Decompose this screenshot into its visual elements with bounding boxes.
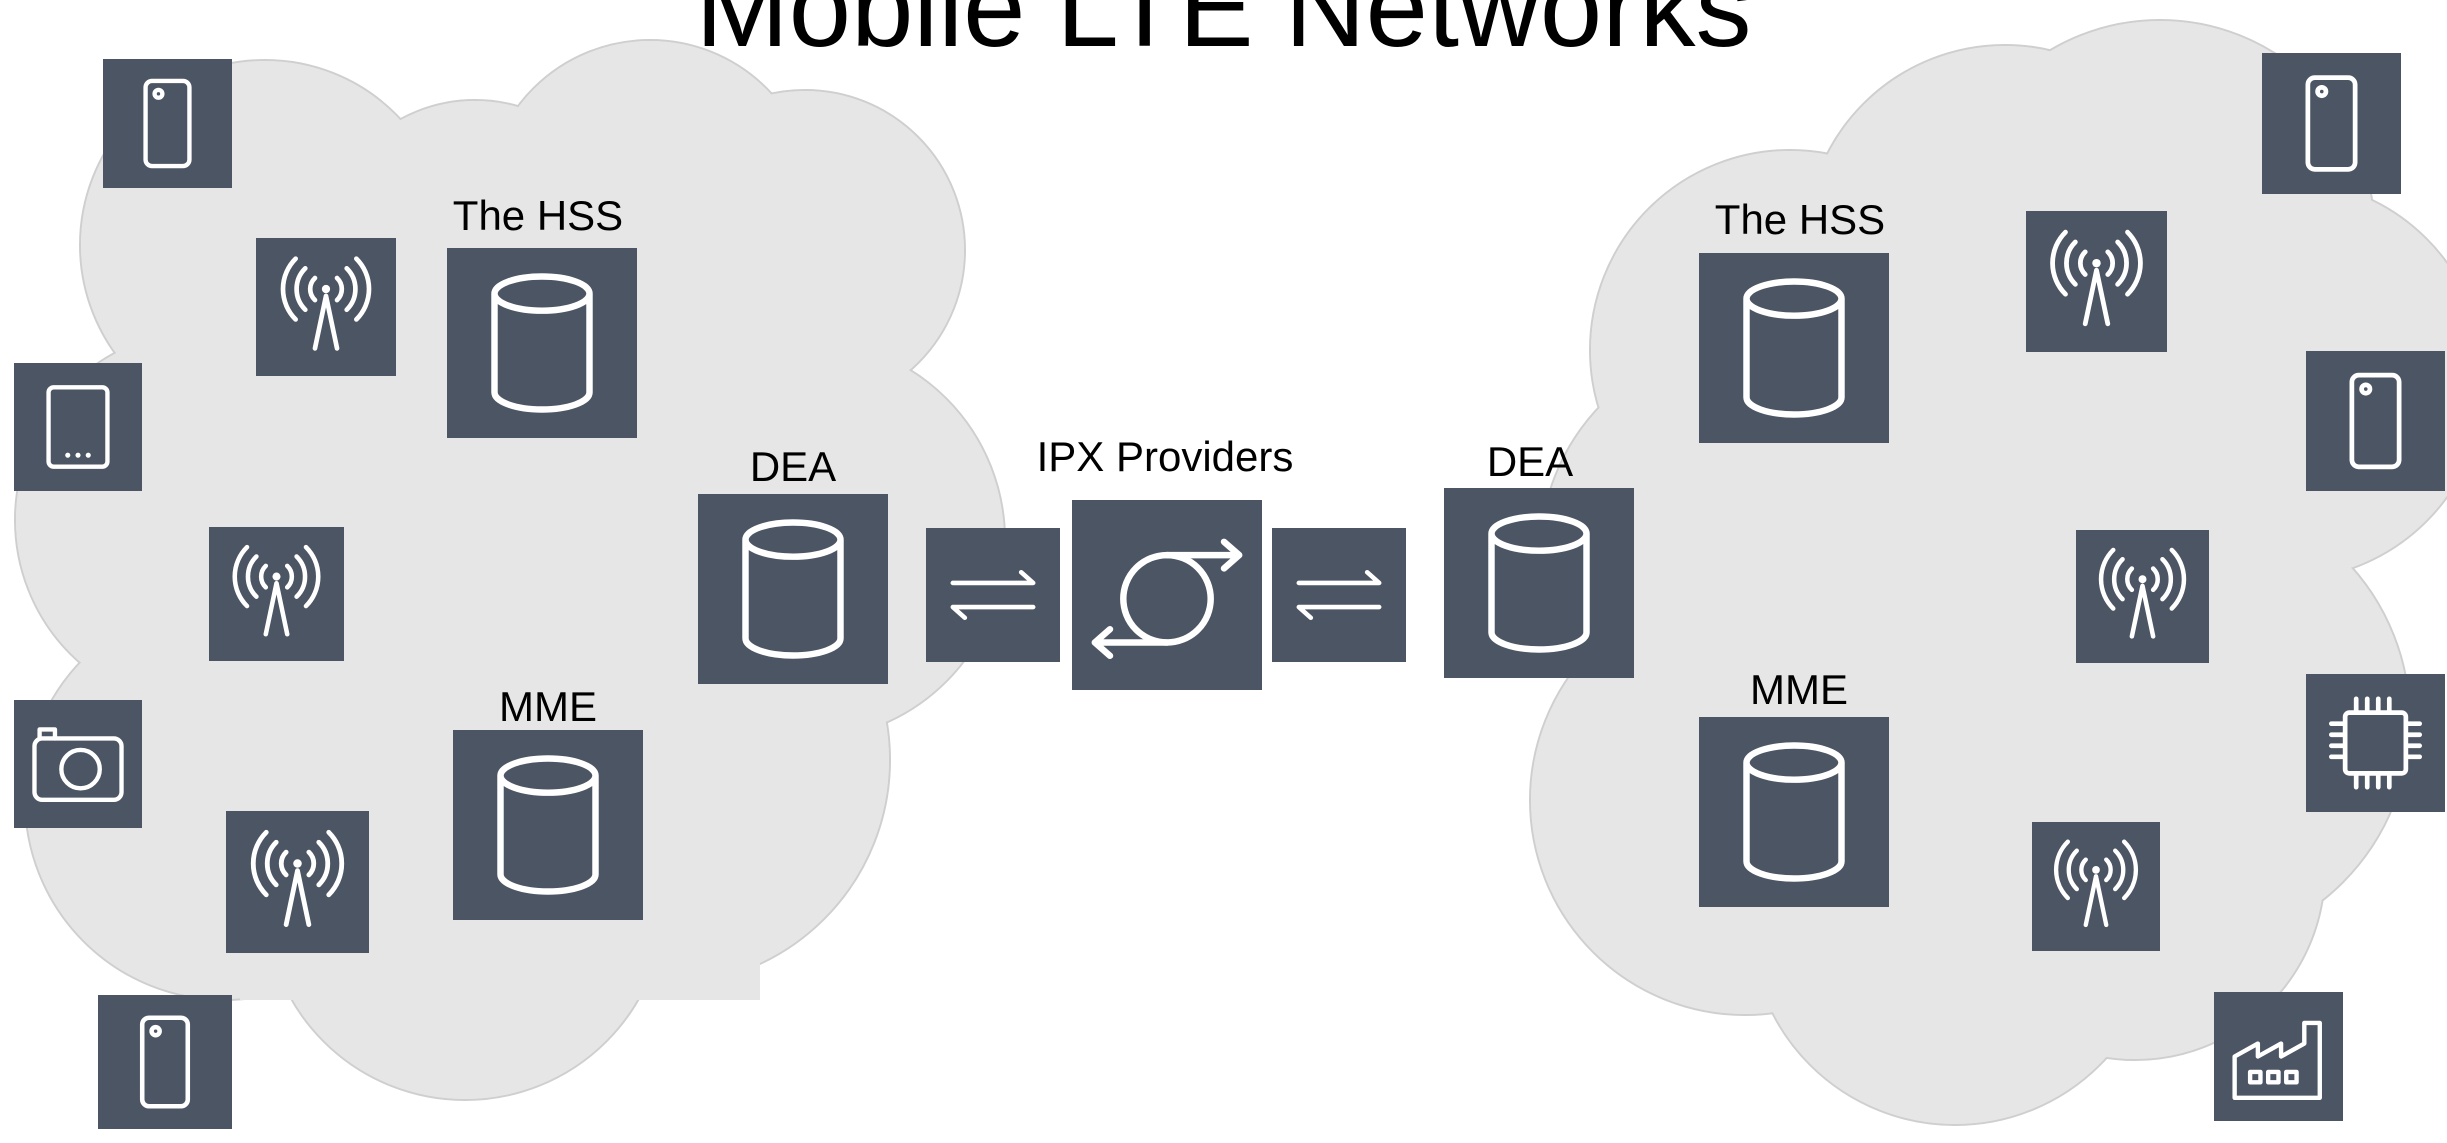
left-mme-database-icon: [453, 730, 643, 920]
right-hss-label: The HSS: [1714, 196, 1886, 243]
cell-tower-icon: [256, 238, 396, 376]
smartphone-icon: [2262, 53, 2401, 194]
bidirectional-arrows-icon: [1272, 528, 1406, 662]
cell-tower-icon: [209, 527, 344, 661]
right-mme-label: MME: [1750, 666, 1848, 713]
sync-cycle-icon: [1072, 500, 1262, 690]
right-dea-database-icon: [1444, 488, 1634, 678]
diagram-title: Mobile LTE Networks: [695, 0, 1752, 70]
left-dea-database-icon: [698, 494, 888, 684]
ipx-providers-label: IPX Providers: [1036, 433, 1294, 480]
right-mme-database-icon: [1699, 717, 1889, 907]
left-hss-label: The HSS: [452, 192, 624, 239]
tablet-icon: [14, 363, 142, 491]
smartphone-icon: [103, 59, 232, 188]
cell-tower-icon: [2026, 211, 2167, 352]
right-hss-database-icon: [1699, 253, 1889, 443]
factory-icon: [2214, 992, 2343, 1121]
smartphone-icon: [98, 995, 232, 1129]
camera-icon: [14, 700, 142, 828]
cell-tower-icon: [2076, 530, 2209, 663]
cell-tower-icon: [226, 811, 369, 953]
left-mme-label: MME: [499, 683, 597, 730]
left-dea-label: DEA: [749, 443, 837, 490]
chip-icon: [2306, 674, 2445, 812]
left-hss-database-icon: [447, 248, 637, 438]
cell-tower-icon: [2032, 822, 2160, 951]
smartphone-icon: [2306, 351, 2445, 491]
right-dea-label: DEA: [1486, 438, 1574, 485]
bidirectional-arrows-icon: [926, 528, 1060, 662]
